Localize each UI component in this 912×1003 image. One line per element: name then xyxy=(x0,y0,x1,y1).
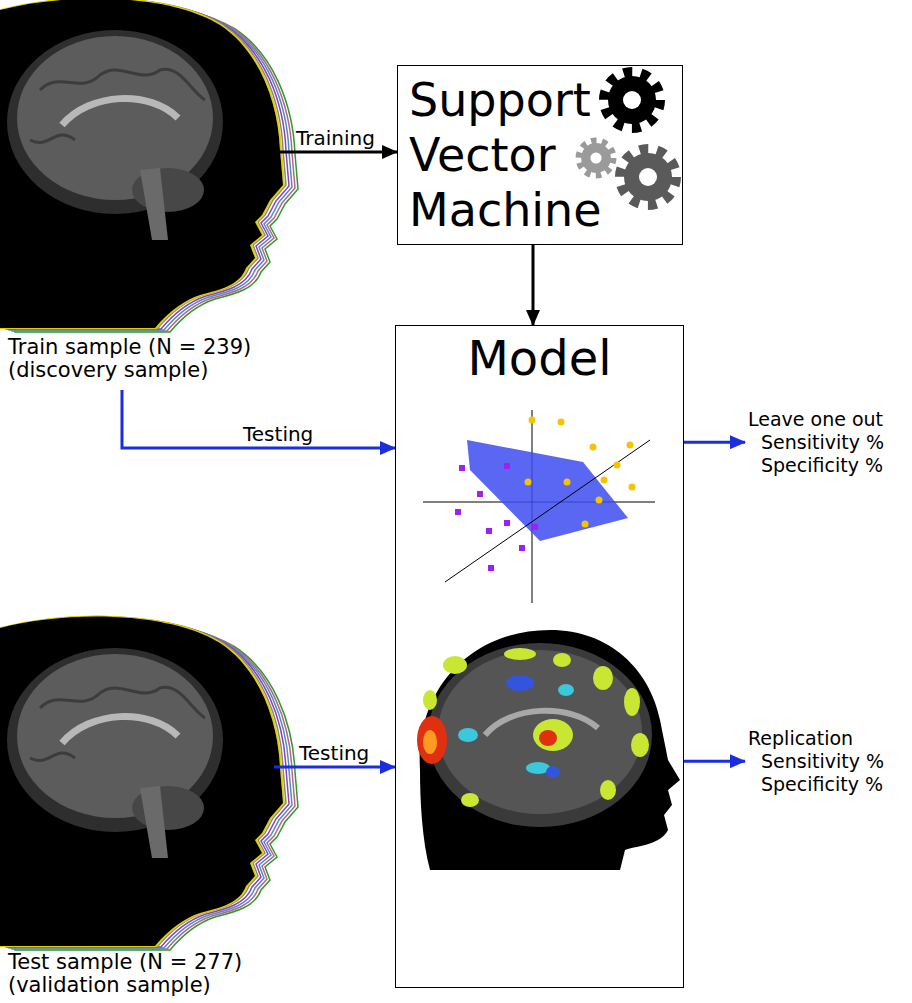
arrow-label: Testing xyxy=(243,423,313,445)
drawing-part xyxy=(458,728,478,742)
drawing-part xyxy=(629,484,636,491)
drawing-part xyxy=(600,780,616,800)
drawing-part xyxy=(558,419,565,426)
drawing-part xyxy=(423,730,437,754)
drawing-part xyxy=(506,675,560,778)
node-text: Test sample (N = 277) (validation sample… xyxy=(8,951,300,997)
drawing-part xyxy=(627,442,634,449)
output-text: Leave one out Sensitivity % Specificity … xyxy=(748,408,908,476)
drawing-part xyxy=(525,479,532,486)
flow-arrow xyxy=(274,766,395,769)
drawing-part xyxy=(532,524,538,530)
drawing-part xyxy=(601,477,608,484)
node-text: Replication Sensitivity % Specificity % xyxy=(748,727,908,795)
drawing-part xyxy=(533,719,573,751)
train-head-figure xyxy=(0,0,298,332)
drawing-part xyxy=(467,440,628,541)
flow-arrow xyxy=(684,441,745,444)
node-text: Model xyxy=(396,332,683,385)
arrow-label: Training xyxy=(296,127,375,149)
flow-arrow xyxy=(684,760,745,763)
test-sample-figure: Test sample (N = 277) (validation sample… xyxy=(0,618,274,1003)
drawing-part xyxy=(0,617,298,950)
drawing-part xyxy=(525,417,636,528)
drawing-part xyxy=(445,440,650,582)
drawing-part xyxy=(417,716,447,764)
drawing-part xyxy=(488,565,494,571)
flow-arrow xyxy=(122,390,395,448)
drawing-part xyxy=(455,509,461,515)
drawing-part xyxy=(564,479,571,486)
drawing-part xyxy=(423,690,437,710)
drawing-part xyxy=(0,0,298,332)
drawing-part xyxy=(443,656,467,674)
drawing-part xyxy=(624,688,640,716)
drawing-part xyxy=(504,463,510,469)
node-text: Train sample (N = 239) (discovery sample… xyxy=(8,336,300,382)
drawing-part xyxy=(604,72,660,128)
drawing-part xyxy=(614,462,621,469)
drawing-part xyxy=(504,520,510,526)
drawing-part xyxy=(486,528,492,534)
process-box: Support Vector Machine xyxy=(397,65,683,245)
test-head-figure xyxy=(0,617,298,950)
drawing-part xyxy=(579,141,614,176)
drawing-part xyxy=(590,444,597,451)
drawing-part xyxy=(519,545,525,551)
drawing-part xyxy=(558,684,574,696)
node-text: Support Vector Machine xyxy=(409,73,614,239)
flow-arrow xyxy=(532,245,535,325)
drawing-part xyxy=(420,630,680,870)
drawing-part xyxy=(596,497,603,504)
drawing-part xyxy=(504,648,536,660)
arrow-label: Testing xyxy=(299,742,369,764)
drawing-part xyxy=(539,730,557,746)
drawing-part xyxy=(546,766,560,778)
drawing-part xyxy=(593,666,613,690)
drawing-part xyxy=(477,491,483,497)
model-box: Model xyxy=(395,325,684,988)
drawing-part xyxy=(631,733,649,757)
drawing-part xyxy=(529,417,536,424)
drawing-part xyxy=(506,675,534,691)
flow-arrow xyxy=(274,151,397,154)
node-text: Leave one out Sensitivity % Specificity … xyxy=(748,408,908,476)
output-text: Replication Sensitivity % Specificity % xyxy=(748,727,908,795)
drawing-part xyxy=(458,684,574,774)
drawing-part xyxy=(455,463,538,571)
drawing-part xyxy=(423,648,649,807)
train-sample-figure: Train sample (N = 239) (discovery sample… xyxy=(0,0,274,388)
drawing-part xyxy=(620,149,676,205)
drawing-part xyxy=(461,793,479,807)
drawing-part xyxy=(459,465,465,471)
drawing-part xyxy=(438,650,642,814)
drawing-part xyxy=(428,643,652,827)
drawing-part xyxy=(582,521,589,528)
brain-activation-map xyxy=(417,630,680,870)
drawing-part xyxy=(553,653,571,667)
svm-hyperplane-plot xyxy=(423,410,655,603)
